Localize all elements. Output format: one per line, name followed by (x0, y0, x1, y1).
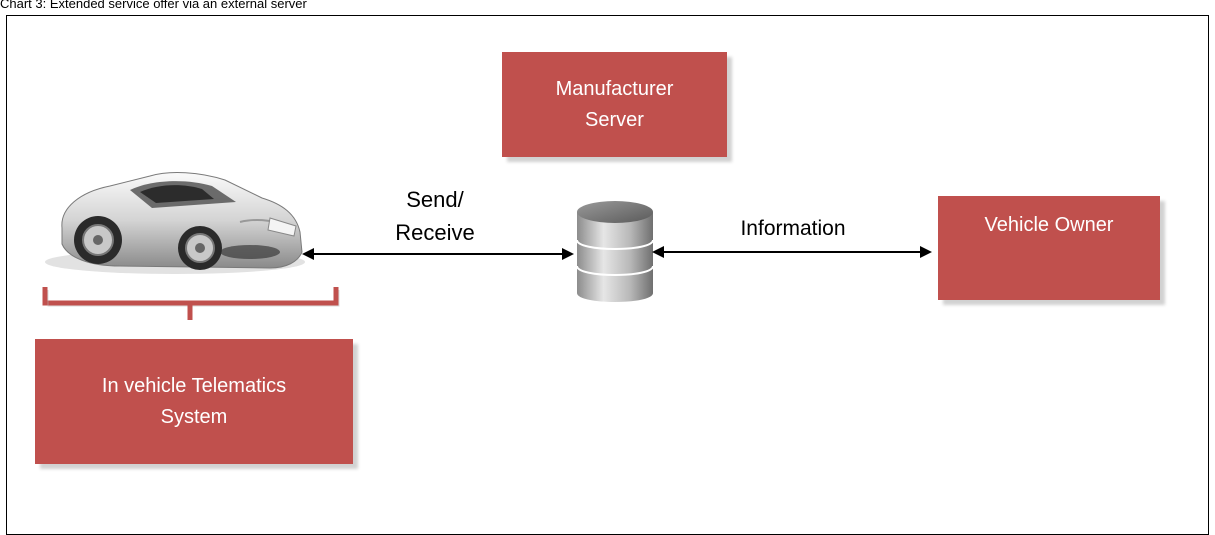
sports-car-icon (45, 172, 305, 274)
figure-caption: Chart 3: Extended service offer via an e… (0, 0, 307, 11)
telematics-label-line2: System (160, 405, 228, 428)
send-label: Send/ (406, 187, 464, 212)
telematics-system-node: In vehicle Telematics System (35, 339, 353, 464)
receive-label: Receive (395, 220, 475, 245)
manufacturer-server-label-line2: Server (585, 108, 644, 131)
telematics-label-line1: In vehicle Telematics (101, 374, 287, 397)
manufacturer-server-label-line1: Manufacturer (555, 77, 674, 100)
information-label: Information (740, 217, 846, 240)
diagram-canvas (42, 172, 932, 320)
vehicle-owner-label: Vehicle Owner (984, 214, 1114, 236)
database-cylinder-icon (576, 201, 654, 302)
vehicle-brace (42, 287, 340, 320)
send-receive-arrow (302, 248, 574, 260)
vehicle-owner-node: Vehicle Owner (938, 196, 1160, 300)
manufacturer-server-node: Manufacturer Server (502, 52, 727, 157)
information-arrow (652, 246, 932, 258)
send-receive-label: Send/ Receive (375, 183, 495, 249)
